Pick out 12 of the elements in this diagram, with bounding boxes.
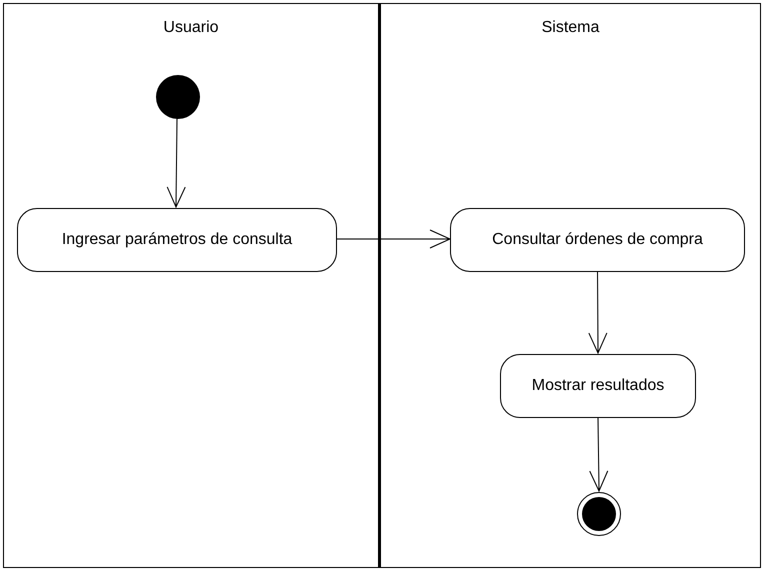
initial-node — [156, 75, 200, 119]
lane-title: Sistema — [540, 18, 600, 38]
action-box: Ingresar parámetros de consulta — [17, 208, 337, 272]
arrow — [588, 270, 608, 354]
swimlane — [381, 3, 761, 568]
lane-title: Usuario — [162, 18, 220, 38]
action-box: Mostrar resultados — [500, 354, 696, 418]
swimlane — [3, 3, 381, 568]
arrow — [589, 416, 608, 492]
action-box: Consultar órdenes de compra — [450, 208, 745, 272]
arrow — [336, 230, 450, 248]
arrow — [166, 118, 186, 208]
